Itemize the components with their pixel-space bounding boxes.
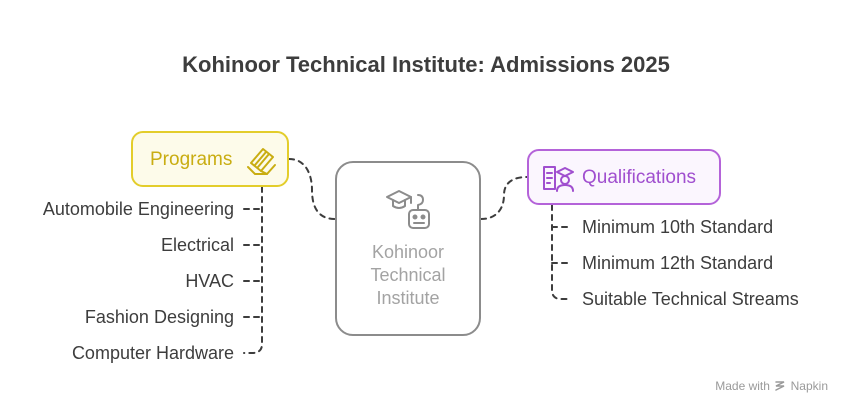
qualification-item: Suitable Technical Streams (582, 289, 799, 309)
program-item: Automobile Engineering (42, 199, 234, 219)
institute-center-node[interactable]: Kohinoor Technical Institute (335, 161, 481, 336)
program-item: Fashion Designing (84, 307, 234, 327)
institute-label-line: Technical (370, 265, 446, 285)
made-with-label: Made with (715, 379, 770, 393)
diagram-title: Kohinoor Technical Institute: Admissions… (182, 52, 670, 77)
qualification-item: Minimum 12th Standard (582, 253, 774, 273)
qualifications-node[interactable]: Qualifications (527, 149, 721, 205)
made-with-napkin-footer[interactable]: Made with Napkin (715, 379, 828, 395)
program-item: Computer Hardware (71, 343, 234, 363)
graduation-robot-icon (385, 185, 433, 238)
program-item: Electrical (160, 235, 234, 255)
hands-holding-book-icon (245, 143, 279, 182)
connector-quals-trunk (551, 204, 571, 300)
connector-programs-trunk (243, 186, 263, 354)
napkin-brand-label: Napkin (790, 379, 828, 393)
institute-label-line: Institute (376, 288, 440, 308)
programs-label: Programs (150, 149, 233, 170)
qualification-item: Minimum 10th Standard (582, 217, 774, 237)
connector-center-qualifications (480, 176, 528, 220)
connector-programs-center (288, 158, 336, 220)
programs-node[interactable]: Programs (131, 131, 289, 187)
napkin-logo-icon (775, 380, 785, 395)
institute-label: Kohinoor Technical Institute (337, 241, 479, 310)
institute-label-line: Kohinoor (371, 242, 445, 262)
program-item: HVAC (185, 271, 234, 291)
qualifications-label: Qualifications (582, 167, 697, 188)
certificate-graduate-icon (541, 163, 575, 198)
